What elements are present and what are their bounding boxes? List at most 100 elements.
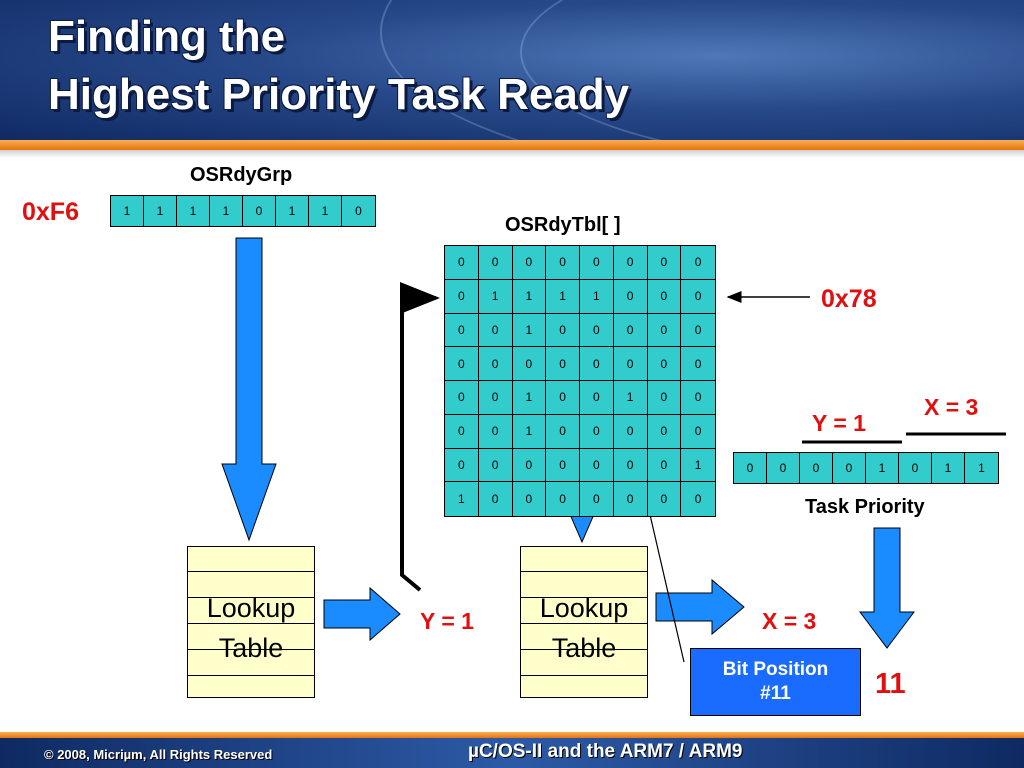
tbl-cell: 0 — [546, 313, 580, 348]
footer-divider — [0, 732, 1024, 738]
tbl-cell: 0 — [613, 448, 648, 483]
grp-bit-6: 1 — [309, 196, 342, 226]
lookup-table-2: Lookup Table — [520, 546, 648, 698]
tbl-cell: 0 — [647, 448, 682, 483]
tbl-cell: 0 — [647, 347, 682, 381]
right-arrow-y — [323, 586, 401, 642]
grp-bit-0: 1 — [111, 196, 144, 226]
footer-bar: © 2008, Micriµm, All Rights Reserved µC/… — [0, 738, 1024, 768]
right-arrow-x — [655, 578, 745, 636]
down-arrow-priority — [859, 527, 915, 649]
prio-bit-4: 1 — [866, 453, 899, 483]
tbl-cell: 0 — [513, 482, 547, 516]
title-line-1: Finding the — [48, 12, 286, 61]
tbl-cell: 0 — [546, 414, 580, 449]
grp-bit-4: 0 — [243, 196, 276, 226]
tbl-cell: 0 — [580, 347, 614, 381]
tbl-cell: 0 — [445, 313, 479, 348]
prio-bit-6: 1 — [932, 453, 965, 483]
tbl-cell: 0 — [478, 381, 513, 415]
tbl-cell: 0 — [580, 246, 614, 280]
tbl-cell: 0 — [580, 482, 614, 516]
tbl-cell: 0 — [445, 414, 479, 449]
tbl-cell: 0 — [512, 347, 547, 381]
tbl-cell: 0 — [647, 313, 682, 348]
tbl-cell: 0 — [478, 448, 513, 483]
tbl-cell: 1 — [445, 482, 479, 516]
tbl-cell: 0 — [614, 482, 648, 516]
prio-bit-5: 0 — [899, 453, 932, 483]
tbl-cell: 1 — [546, 279, 580, 314]
tbl-cell: 0 — [580, 448, 614, 483]
tbl-cell: 1 — [512, 381, 547, 415]
tbl-cell: 0 — [478, 313, 513, 348]
prio-bit-3: 0 — [833, 453, 866, 483]
tbl-cell: 0 — [681, 347, 715, 381]
priority-label: Task Priority — [805, 496, 925, 518]
tbl-cell: 0 — [681, 415, 715, 449]
grp-bit-3: 1 — [210, 196, 243, 226]
tbl-cell: 0 — [580, 313, 614, 348]
tbl-cell: 0 — [445, 347, 479, 381]
tbl-cell: 0 — [681, 381, 715, 415]
prio-bit-1: 0 — [767, 453, 800, 483]
prio-bit-7: 1 — [965, 453, 998, 483]
tbl-cell: 0 — [445, 381, 479, 415]
bit-position-line2: #11 — [760, 683, 791, 704]
lookup-2-text-line1: Lookup — [539, 593, 629, 623]
tbl-cell: 0 — [681, 280, 715, 314]
tbl-cell: 0 — [512, 246, 547, 280]
tbl-cell: 0 — [478, 246, 513, 280]
tbl-cell: 0 — [546, 246, 580, 280]
bit-position-line1: Bit Position — [722, 659, 829, 680]
tbl-cell: 0 — [546, 381, 580, 415]
tbl-cell: 1 — [512, 414, 547, 449]
tbl-cell: 1 — [580, 279, 614, 314]
grp-bit-2: 1 — [177, 196, 210, 226]
tbl-cell: 0 — [546, 347, 580, 381]
grp-bit-7: 0 — [342, 196, 375, 226]
tbl-cell: 0 — [647, 279, 682, 314]
tbl-label: OSRdyTbl[ ] — [505, 214, 621, 236]
lookup-2-text-line2: Table — [551, 633, 617, 663]
tbl-cell: 0 — [613, 279, 648, 314]
y-bracket-label: Y = 1 — [812, 410, 866, 436]
tbl-cell: 1 — [512, 313, 547, 348]
lookup-1-text-line1: Lookup — [206, 593, 296, 623]
tbl-cell: 0 — [694, 492, 702, 507]
tbl-cell: 0 — [681, 246, 715, 280]
result-value: 11 — [875, 668, 906, 700]
title-banner: Finding the Highest Priority Task Ready — [0, 0, 1024, 140]
tbl-cell: 0 — [445, 448, 479, 483]
row-select-line — [400, 282, 440, 592]
tbl-cell: 0 — [613, 347, 648, 381]
tbl-cell: 1 — [613, 381, 648, 415]
tbl-cell: 0 — [681, 314, 715, 348]
lookup-table-1: Lookup Table — [187, 546, 315, 698]
tbl-cell: 0 — [445, 279, 479, 314]
grp-hex: 0xF6 — [22, 198, 79, 226]
footer-product: µC/OS-II and the ARM7 / ARM9 — [468, 741, 743, 762]
grp-label: OSRdyGrp — [190, 164, 293, 186]
tbl-cell: 0 — [580, 414, 614, 449]
x-result: X = 3 — [762, 608, 817, 634]
tbl-cell: 0 — [647, 381, 682, 415]
x-bracket-label: X = 3 — [924, 394, 979, 420]
tbl-cell: 0 — [478, 414, 513, 449]
tbl-cell: 0 — [546, 482, 580, 516]
tbl-cell: 0 — [546, 448, 580, 483]
tbl-cell: 0 — [512, 448, 547, 483]
tbl-cell: 0 — [613, 246, 648, 280]
prio-bit-0: 0 — [734, 453, 767, 483]
down-arrow-grp — [221, 237, 277, 542]
tbl-cell: 0 — [648, 482, 682, 516]
tbl-cell: 0 — [479, 482, 513, 516]
grp-bit-1: 1 — [144, 196, 177, 226]
tbl-cell: 0 — [613, 313, 648, 348]
tbl-cell: 1 — [681, 449, 715, 483]
tbl-cell: 0 — [647, 414, 682, 449]
tbl-cell: 1 — [478, 279, 513, 314]
tbl-cell: 0 — [580, 381, 614, 415]
